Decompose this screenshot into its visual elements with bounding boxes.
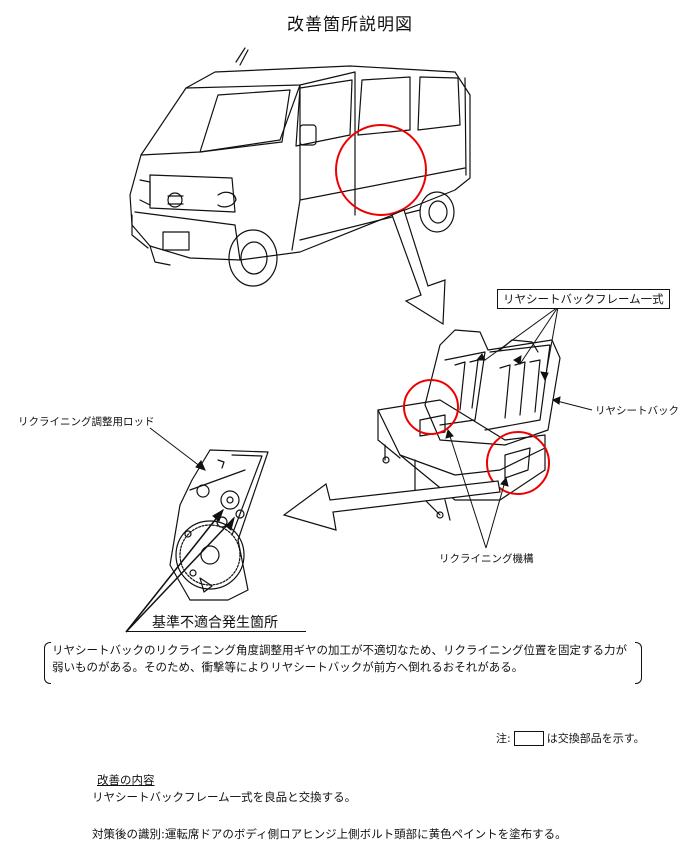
leader-mech-2 xyxy=(485,477,507,549)
page-title: 改善箇所説明図 xyxy=(287,15,413,35)
improvement-body: リヤシートバックフレーム一式を良品と交換する。 xyxy=(92,790,357,804)
reclining-mechanism-label: リクライニング機構 xyxy=(439,553,534,565)
seatback-label: リヤシートバック xyxy=(595,405,679,417)
seat-callout-circle-right xyxy=(486,431,550,495)
description-line-2: 弱いものがある。そのため、衝撃等によりリヤシートバックが前方へ倒れるおそれがある… xyxy=(52,660,524,674)
defect-description: リヤシートバックのリクライニング角度調整用ギヤの加工が不適切なため、リクライニン… xyxy=(44,642,642,684)
leader-fault-1 xyxy=(125,509,224,633)
frame-assembly-label: リヤシートバックフレーム一式 xyxy=(497,289,670,309)
van-illustration xyxy=(129,47,471,287)
note-prefix: 注: xyxy=(496,732,511,745)
replacement-part-box-icon xyxy=(513,730,544,746)
description-line-1: リヤシートバックのリクライニング角度調整用ギヤの加工が不適切なため、リクライニン… xyxy=(52,643,627,657)
van-callout-circle xyxy=(335,124,427,216)
arrow-seat-to-detail xyxy=(282,480,501,531)
reclining-rod-label: リクライニング調整用ロッド xyxy=(18,416,155,428)
leader-fault-2 xyxy=(125,517,235,633)
rear-seat-illustration xyxy=(377,329,561,521)
leader-frame-1 xyxy=(484,306,559,361)
reclining-mechanism-detail xyxy=(169,449,269,601)
leader-rod xyxy=(149,427,206,471)
callout-circles xyxy=(335,124,550,495)
leader-frame-2 xyxy=(519,306,559,365)
arrow-van-to-seat xyxy=(391,209,446,326)
legend-note: 注: は交換部品を示す。 xyxy=(496,730,645,746)
post-fix-identification: 対策後の識別:運転席ドアのボディ側ロアヒンジ上側ボルト頭部に黄色ペイントを塗布す… xyxy=(92,827,567,841)
right-bracket xyxy=(635,642,642,684)
leader-frame-3 xyxy=(544,306,559,381)
improvement-heading: 改善の内容 xyxy=(97,773,155,787)
left-bracket xyxy=(44,642,51,684)
seat-callout-circle-left xyxy=(403,379,459,435)
note-suffix: は交換部品を示す。 xyxy=(546,732,645,745)
fault-label-underline xyxy=(126,631,306,632)
leader-mech-1 xyxy=(447,429,487,549)
fault-location-label: 基準不適合発生箇所 xyxy=(152,615,278,631)
